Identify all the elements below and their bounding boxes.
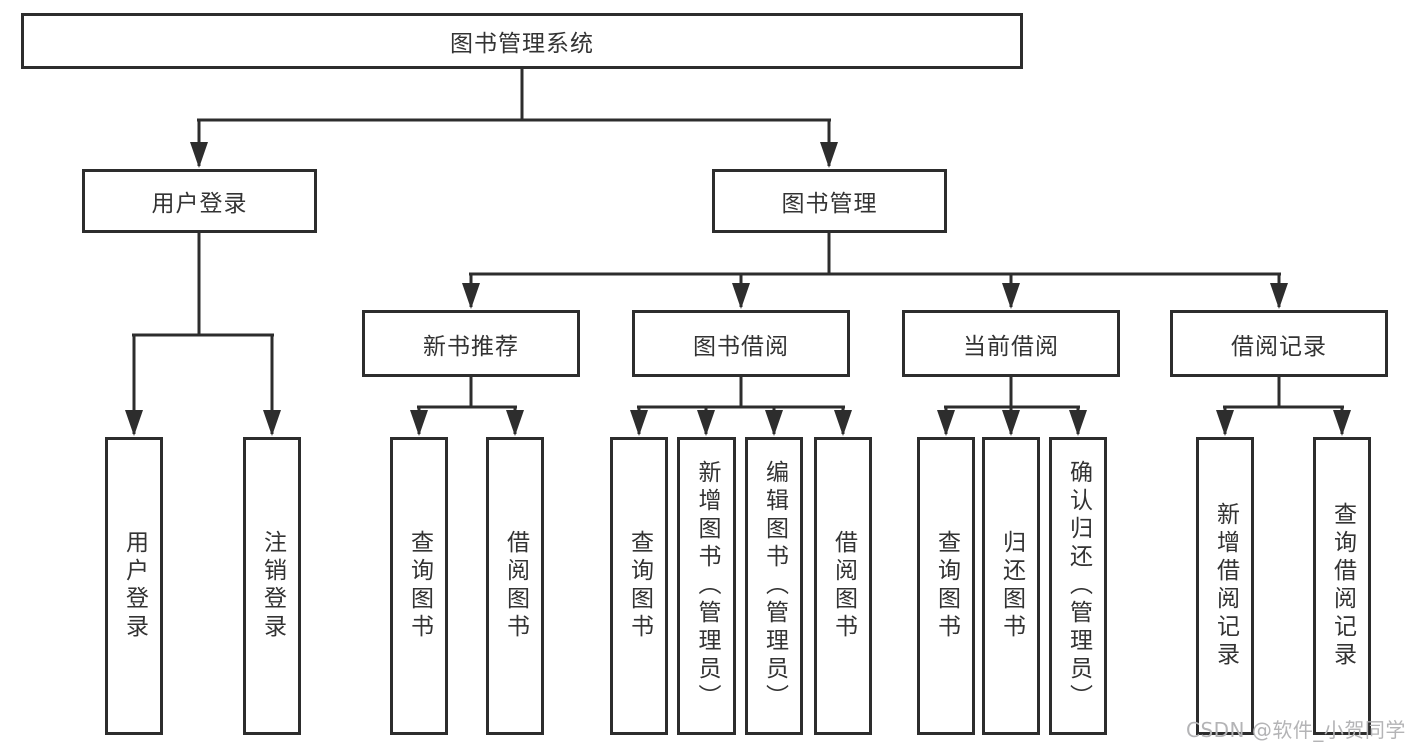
leaf-edit-book-admin: 编辑图书（管理员）	[745, 437, 803, 735]
csdn-watermark: CSDN @软件_小贺同学	[1186, 718, 1405, 742]
leaf-user-login: 用户登录	[105, 437, 163, 735]
leaf-borrow-books-recommend: 借阅图书	[486, 437, 544, 735]
node-new-book-recommend: 新书推荐	[362, 310, 580, 377]
leaf-return-book: 归还图书	[982, 437, 1040, 735]
node-book-management: 图书管理	[712, 169, 947, 233]
node-current-borrow: 当前借阅	[902, 310, 1120, 377]
leaf-query-books-current: 查询图书	[917, 437, 975, 735]
leaf-query-books-recommend: 查询图书	[390, 437, 448, 735]
node-borrow-records: 借阅记录	[1170, 310, 1388, 377]
leaf-confirm-return-admin: 确认归还（管理员）	[1049, 437, 1107, 735]
leaf-borrow-books-borrow: 借阅图书	[814, 437, 872, 735]
node-root: 图书管理系统	[21, 13, 1023, 69]
leaf-query-borrow-record: 查询借阅记录	[1313, 437, 1371, 735]
leaf-add-borrow-record: 新增借阅记录	[1196, 437, 1254, 735]
leaf-add-book-admin: 新增图书（管理员）	[677, 437, 736, 735]
leaf-logout: 注销登录	[243, 437, 301, 735]
leaf-query-books-borrow: 查询图书	[610, 437, 668, 735]
node-book-borrow: 图书借阅	[632, 310, 850, 377]
node-user-login: 用户登录	[82, 169, 317, 233]
